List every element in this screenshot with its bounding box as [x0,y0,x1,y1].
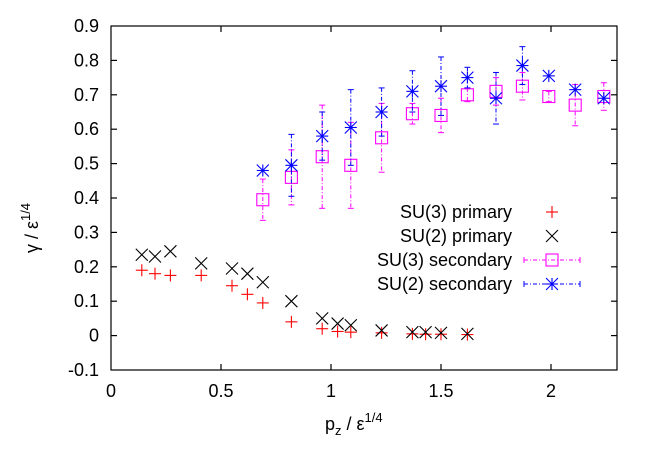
y-tick-label: 0.3 [74,222,99,242]
plot-frame [110,25,618,371]
legend-label: SU(2) secondary [377,274,512,294]
x-tick-label: 1 [326,381,336,401]
axis-ticks: 0 0.5 1 1.5 2 -0.1 0 0.1 0.2 0.3 0.4 0.5 0.6 0.7 0.8 0.… [68,16,617,401]
y-axis-label: γ / ε1/4 [18,203,42,253]
series-su-3-secondary [256,71,611,221]
x-tick-label: 0 [106,381,116,401]
y-tick-label: 0.2 [74,257,99,277]
series-su-3-primary [135,264,474,341]
series-su-2-primary [135,244,474,341]
plot-area [135,46,611,341]
x-tick-label: 2 [546,381,556,401]
svg-text:pz / ε1/4: pz / ε1/4 [325,410,383,438]
y-tick-label: 0.5 [74,154,99,174]
y-tick-label: 0.4 [74,188,99,208]
y-tick-label: 0.1 [74,291,99,311]
svg-text:γ / ε1/4: γ / ε1/4 [18,203,42,253]
y-tick-label: 0.6 [74,119,99,139]
y-tick-label: 0.9 [74,16,99,36]
y-tick-label: 0.7 [74,85,99,105]
x-axis-label: pz / ε1/4 [325,410,383,438]
series-su-2-secondary [256,46,611,197]
y-tick-label: 0 [89,326,99,346]
x-tick-label: 1.5 [428,381,453,401]
y-tick-label: -0.1 [68,360,99,380]
x-tick-label: 0.5 [208,381,233,401]
legend-label: SU(3) secondary [377,250,512,270]
legend-label: SU(2) primary [400,226,512,246]
y-tick-label: 0.8 [74,50,99,70]
legend-label: SU(3) primary [400,202,512,222]
